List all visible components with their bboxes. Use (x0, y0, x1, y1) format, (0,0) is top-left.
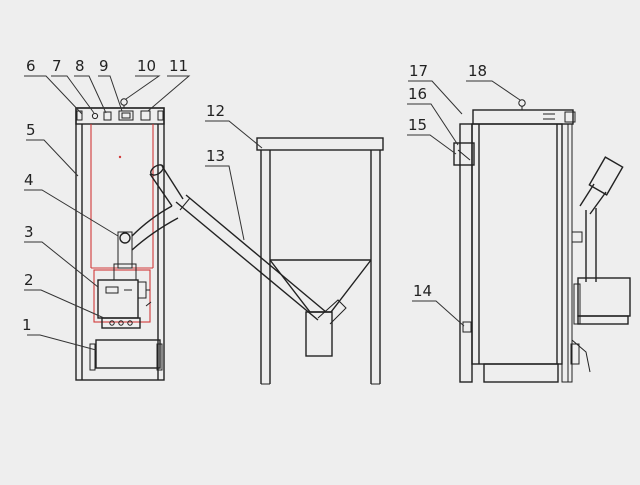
leader-1 (27, 334, 97, 351)
callout-6: 6 (26, 57, 36, 75)
leader-15 (407, 134, 457, 155)
control-panel-strip (75, 107, 165, 125)
burner-base (101, 317, 141, 329)
leader-17 (408, 80, 463, 115)
leader-13 (205, 165, 245, 241)
leader-18 (466, 80, 521, 101)
side-thermometer (518, 99, 526, 107)
side-main-body (471, 123, 563, 365)
side-burner (577, 277, 631, 317)
leader-4 (24, 189, 119, 237)
pellet-hopper (256, 137, 384, 385)
leader-9 (98, 75, 123, 112)
callout-13: 13 (206, 147, 225, 165)
leader-lines (24, 75, 521, 351)
leader-5 (26, 139, 79, 177)
leader-16 (407, 103, 459, 146)
callout-14: 14 (413, 282, 432, 300)
leader-2 (24, 289, 105, 319)
callout-16: 16 (408, 85, 427, 103)
leader-11 (147, 75, 191, 112)
callout-5: 5 (26, 121, 36, 139)
side-sensor-box (453, 142, 475, 166)
callout-3: 3 (24, 223, 34, 241)
display-window (118, 110, 134, 121)
leader-3 (24, 241, 99, 288)
side-feed-tube (588, 156, 624, 196)
callout-2: 2 (24, 271, 34, 289)
boiler-casing (75, 107, 165, 381)
callout-17: 17 (409, 62, 428, 80)
callout-9: 9 (99, 57, 109, 75)
leader-7 (51, 75, 95, 114)
leader-8 (74, 75, 107, 114)
leader-12 (205, 120, 263, 149)
thermometer-knob (120, 98, 128, 106)
side-base (483, 363, 559, 383)
callout-12: 12 (206, 102, 225, 120)
switch-b (140, 110, 151, 121)
boiler-front-view (75, 98, 327, 381)
burner-display (105, 286, 119, 294)
callout-1: 1 (22, 316, 32, 334)
indicator-lamp (91, 112, 99, 120)
leader-14 (412, 300, 465, 327)
callout-4: 4 (24, 171, 34, 189)
callout-15: 15 (408, 116, 427, 134)
ash-drawer (95, 339, 161, 369)
callout-10: 10 (137, 57, 156, 75)
callout-8: 8 (75, 57, 85, 75)
side-front-door (459, 123, 473, 383)
boiler-side-view (453, 99, 631, 383)
callout-7: 7 (52, 57, 62, 75)
callout-18: 18 (468, 62, 487, 80)
side-top-panel (472, 109, 574, 125)
switch-a (103, 111, 112, 121)
leader-10 (125, 75, 161, 100)
hopper-outlet (305, 311, 333, 357)
callout-labels: 1 2 3 4 5 6 7 8 9 10 11 12 13 14 15 16 1… (22, 57, 487, 334)
burner-unit (97, 279, 139, 319)
callout-11: 11 (169, 57, 188, 75)
hopper-lid (256, 137, 384, 151)
leader-6 (24, 75, 83, 115)
